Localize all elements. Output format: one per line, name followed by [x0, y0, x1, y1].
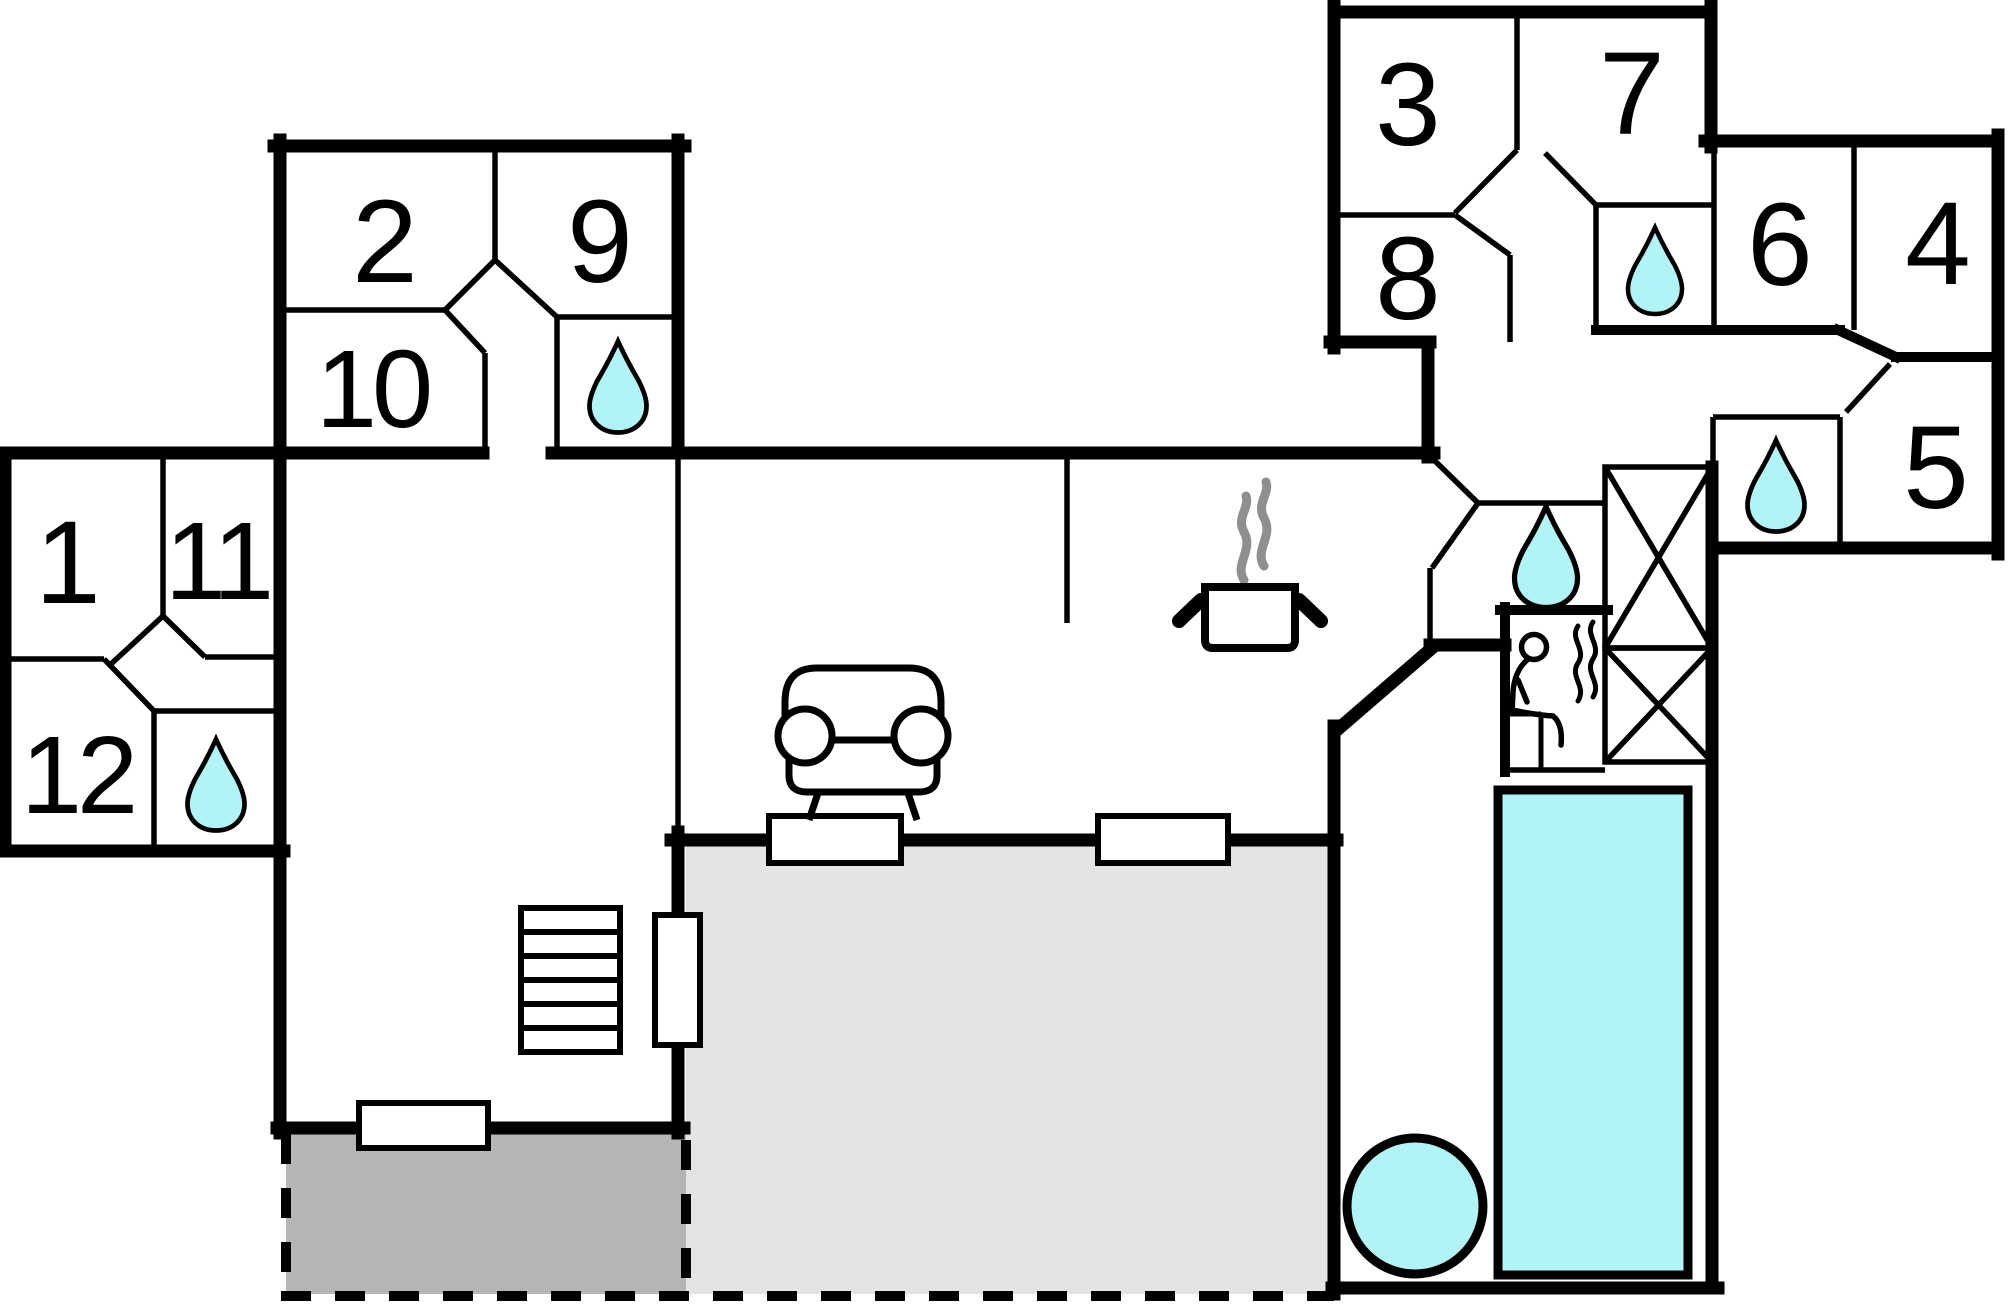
room-label-11: 11 — [165, 500, 269, 623]
water-drop-icon — [1748, 440, 1805, 531]
wardrobe-x-boxes — [1602, 464, 1715, 765]
sauna-steam-icon — [1572, 619, 1599, 704]
terrace-light — [686, 846, 1337, 1294]
sauna — [1502, 619, 1605, 773]
sauna-person-icon — [1509, 631, 1565, 748]
hot-tub — [1342, 1133, 1488, 1279]
wellness-area — [1342, 785, 1693, 1280]
window — [1095, 813, 1231, 866]
room-label-12: 12 — [21, 714, 133, 837]
window — [356, 1100, 491, 1151]
pool — [1493, 785, 1693, 1280]
room-label-5: 5 — [1903, 402, 1969, 534]
room-label-8: 8 — [1375, 213, 1441, 345]
stairs-icon — [518, 905, 623, 1055]
room-label-1: 1 — [35, 497, 101, 629]
room-label-7: 7 — [1599, 28, 1665, 160]
window — [766, 813, 904, 866]
steam-icon — [1236, 477, 1272, 585]
sofa-icon — [774, 664, 952, 822]
water-drop-icon — [1515, 507, 1578, 608]
door — [652, 912, 703, 1048]
water-drop-icon — [1628, 228, 1682, 314]
terrace-dark — [286, 1134, 686, 1294]
partition-walls — [5, 12, 1893, 851]
cooking-pot-icon — [1172, 477, 1328, 652]
room-label-10: 10 — [316, 328, 429, 451]
room-label-9: 9 — [567, 176, 633, 308]
room-label-4: 4 — [1905, 178, 1971, 310]
interior-walls-mid — [1495, 323, 2003, 777]
room-labels: 1 2 3 4 5 6 7 8 9 10 11 12 — [21, 28, 1971, 837]
terrace-dashed-border — [281, 1134, 1334, 1301]
water-drop-icon — [188, 739, 245, 830]
water-drop-icon — [590, 341, 647, 432]
room-label-2: 2 — [352, 176, 418, 308]
terraces — [286, 846, 1337, 1294]
room-label-6: 6 — [1747, 179, 1813, 311]
sauna-bench — [1508, 711, 1544, 768]
room-label-3: 3 — [1375, 39, 1441, 171]
windows — [356, 813, 1231, 1151]
